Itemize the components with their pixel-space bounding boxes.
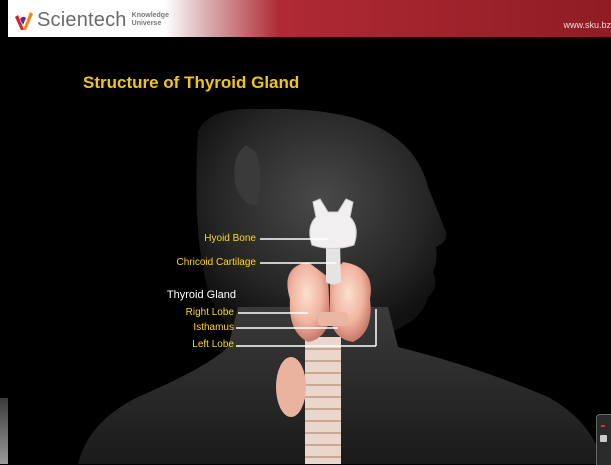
brand-logo-icon xyxy=(12,9,34,31)
website-url: www.sku.bz xyxy=(563,20,611,30)
header-bar: Scientech Knowledge Universe www.sku.bz xyxy=(8,0,611,38)
label-isthamus: Isthamus xyxy=(126,322,234,333)
label-chricoid-cartilage: Chricoid Cartilage xyxy=(120,257,256,268)
slide-canvas: Structure of Thyroid Gland Hyoid Bone Ch… xyxy=(8,37,611,464)
left-window-edge xyxy=(0,0,8,464)
label-right-lobe: Right Lobe xyxy=(126,307,234,318)
brand-name: Scientech xyxy=(37,9,127,32)
corner-red-mark xyxy=(601,425,605,427)
brand-logo: Scientech Knowledge Universe xyxy=(12,8,169,32)
brand-tagline: Knowledge Universe xyxy=(132,12,169,28)
corner-control-widget[interactable] xyxy=(596,414,611,465)
tagline-line-1: Knowledge xyxy=(132,12,169,20)
label-thyroid-gland: Thyroid Gland xyxy=(126,289,236,301)
label-hyoid-bone: Hyoid Bone xyxy=(146,233,256,244)
lower-gland xyxy=(276,357,306,417)
isthmus xyxy=(318,312,348,326)
slide-title: Structure of Thyroid Gland xyxy=(83,73,299,93)
label-left-lobe: Left Lobe xyxy=(126,339,234,350)
left-edge-patch xyxy=(0,398,8,464)
tagline-line-2: Universe xyxy=(132,20,169,28)
corner-button-icon[interactable] xyxy=(600,435,607,442)
thyroid-illustration xyxy=(8,37,611,464)
